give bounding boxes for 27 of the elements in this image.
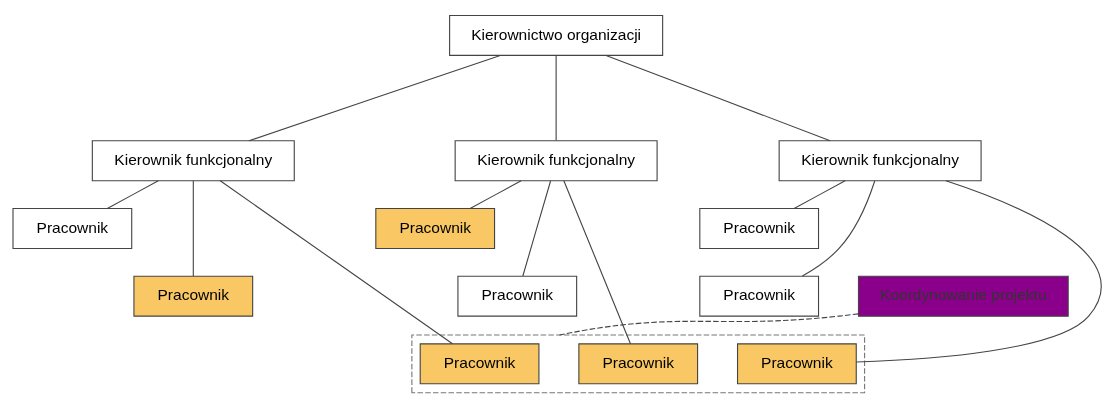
node-box: Kierownictwo organizacji — [449, 14, 664, 56]
node-box: Pracownik — [457, 275, 578, 317]
cluster — [411, 333, 866, 393]
connector — [522, 179, 552, 277]
connector — [248, 54, 501, 141]
node-box: Koordynowanie projektu — [857, 275, 1069, 317]
node-box: Pracownik — [12, 207, 133, 249]
connector — [558, 312, 859, 336]
connector — [555, 54, 557, 141]
node-box: Kierownik funkcjonalny — [778, 139, 982, 181]
node-box: Kierownik funkcjonalny — [454, 139, 658, 181]
connector — [469, 179, 522, 209]
connector — [563, 179, 631, 344]
node-box: Pracownik — [419, 342, 540, 384]
node-box: Pracownik — [699, 275, 820, 317]
node-box: Kierownik funkcjonalny — [91, 139, 295, 181]
connector — [793, 179, 846, 209]
connector — [192, 179, 194, 277]
connector — [106, 179, 159, 209]
node-box: Pracownik — [375, 207, 496, 249]
node-box: Pracownik — [737, 342, 857, 384]
node-box: Pracownik — [133, 275, 254, 317]
node-box: Pracownik — [578, 342, 699, 384]
node-box: Pracownik — [699, 207, 820, 249]
connector — [219, 179, 454, 344]
connector — [801, 179, 876, 277]
connector — [605, 54, 831, 141]
